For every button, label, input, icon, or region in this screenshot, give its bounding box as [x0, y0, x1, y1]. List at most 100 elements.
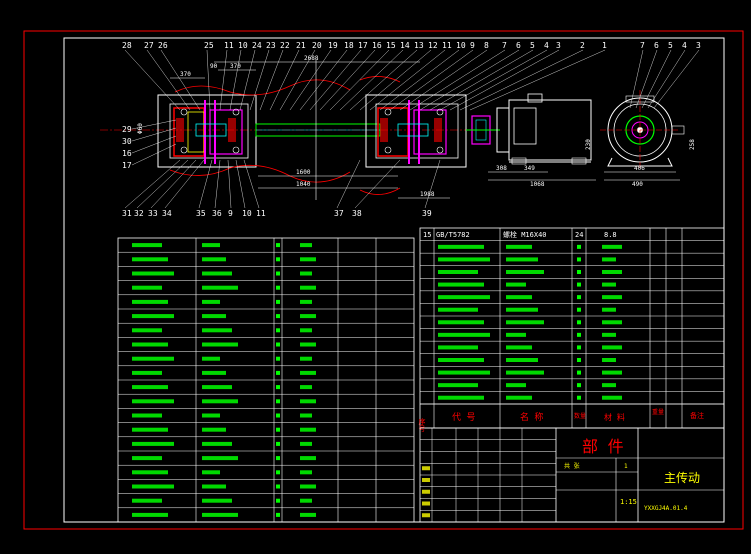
bom-right-name-13	[506, 395, 532, 400]
bom-right-qty-4	[577, 282, 581, 287]
dim-1988: 1988	[420, 191, 435, 198]
bom-right-qty-8	[577, 332, 581, 337]
bom-left-name-15	[202, 456, 238, 461]
callout-top-23: 7	[502, 41, 507, 50]
bom-left-code-4	[132, 299, 168, 304]
inner-frame	[63, 37, 725, 523]
bom-left-qty-2	[276, 271, 280, 276]
bom-right-name-3	[506, 270, 544, 274]
callout-left-2: 16	[122, 149, 132, 158]
bom-left-qty-19	[276, 512, 280, 517]
outer-frame	[23, 30, 744, 530]
callout-side-2: 5	[668, 41, 673, 50]
bom-left-name-10	[202, 385, 232, 390]
bom-right-code-7	[438, 320, 484, 325]
bom-left-qty-8	[276, 356, 280, 361]
callout-top-2: 26	[158, 41, 168, 50]
header-seq: 序号	[418, 417, 426, 433]
callout-top-0: 28	[122, 41, 132, 50]
bom-left-code-3	[132, 285, 162, 290]
callout-top-5: 10	[238, 41, 248, 50]
bom-left-qty-3	[276, 285, 280, 290]
callout-top-29: 1	[602, 41, 607, 50]
drawing-no: YXXGJ4A.01.4	[644, 505, 688, 512]
bom-left-name-8	[202, 356, 220, 361]
bom-left-mat-13	[300, 427, 316, 432]
bom-left-mat-1	[300, 257, 316, 262]
bom-right-code-1	[438, 244, 484, 249]
bom-left-qty-18	[276, 498, 280, 503]
bom-right-mat-9	[602, 345, 622, 350]
dim-90: 90	[210, 63, 218, 70]
callout-bottom-9: 37	[334, 209, 344, 218]
bom-right-mat-11	[602, 370, 622, 375]
callout-top-17: 13	[414, 41, 424, 50]
bom-right-qty-12	[577, 383, 581, 388]
bom-left-name-4	[202, 299, 220, 304]
callout-top-16: 14	[400, 41, 410, 50]
bom-left-qty-14	[276, 441, 280, 446]
bom-right-name-2	[506, 257, 538, 262]
bom-left-code-1	[132, 257, 168, 262]
bom-left-qty-4	[276, 299, 280, 304]
sheet-label: 共 张	[564, 462, 580, 470]
bom-left-mat-19	[300, 512, 316, 517]
bom-right-name: 螺栓 M16X40	[503, 230, 547, 239]
bom-right-code-6	[438, 307, 478, 312]
bom-right-code-3	[438, 270, 478, 274]
bom-left-name-17	[202, 484, 226, 489]
dim-230: 230	[585, 139, 592, 150]
bom-left-name-12	[202, 413, 220, 418]
bom-left-name-19	[202, 512, 238, 517]
title-cell-3	[422, 501, 430, 506]
callout-bottom-5: 36	[212, 209, 222, 218]
bom-left-qty-15	[276, 456, 280, 461]
bom-right-qty-1	[577, 244, 581, 249]
bom-right-name-10	[506, 358, 538, 362]
bom-right-mat-6	[602, 307, 616, 312]
bom-right-mat-10	[602, 358, 616, 362]
dim-1600: 1600	[296, 169, 311, 176]
bom-left-qty-17	[276, 484, 280, 489]
callout-top-26: 4	[544, 41, 549, 50]
callout-top-9: 21	[296, 41, 306, 50]
bom-right-name-7	[506, 320, 544, 325]
bom-left-qty-11	[276, 399, 280, 404]
callout-top-14: 16	[372, 41, 382, 50]
bom-left-code-5	[132, 314, 174, 319]
callout-bottom-6: 9	[228, 209, 233, 218]
bom-right-code-2	[438, 257, 490, 262]
bom-left-name-3	[202, 285, 238, 290]
bom-left-mat-15	[300, 456, 316, 461]
callout-top-11: 19	[328, 41, 338, 50]
bom-left-name-11	[202, 399, 238, 404]
callout-top-15: 15	[386, 41, 396, 50]
bom-left-mat-0	[300, 243, 312, 248]
leader-lines	[124, 49, 700, 209]
bom-left-qty-10	[276, 385, 280, 390]
dim-370-right: 370	[230, 63, 241, 70]
right-gear-block	[377, 100, 447, 164]
bom-left-name-14	[202, 441, 232, 446]
bom-left-qty-5	[276, 314, 280, 319]
dim-490: 490	[632, 181, 643, 188]
bom-left-table	[117, 237, 415, 523]
bom-right-name-12	[506, 383, 526, 388]
bom-right-code-12	[438, 383, 478, 388]
bom-right-name-8	[506, 332, 526, 337]
bom-left-qty-0	[276, 243, 280, 248]
callout-bottom-2: 33	[148, 209, 158, 218]
callout-top-19: 11	[442, 41, 452, 50]
bom-right-code-11	[438, 370, 490, 375]
bom-left-code-2	[132, 271, 174, 276]
callout-top-8: 22	[280, 41, 290, 50]
bom-left-mat-11	[300, 399, 316, 404]
bom-left-code-7	[132, 342, 168, 347]
title-cell-4	[422, 513, 430, 518]
bom-right-code-10	[438, 358, 484, 362]
bom-left-mat-10	[300, 385, 312, 390]
